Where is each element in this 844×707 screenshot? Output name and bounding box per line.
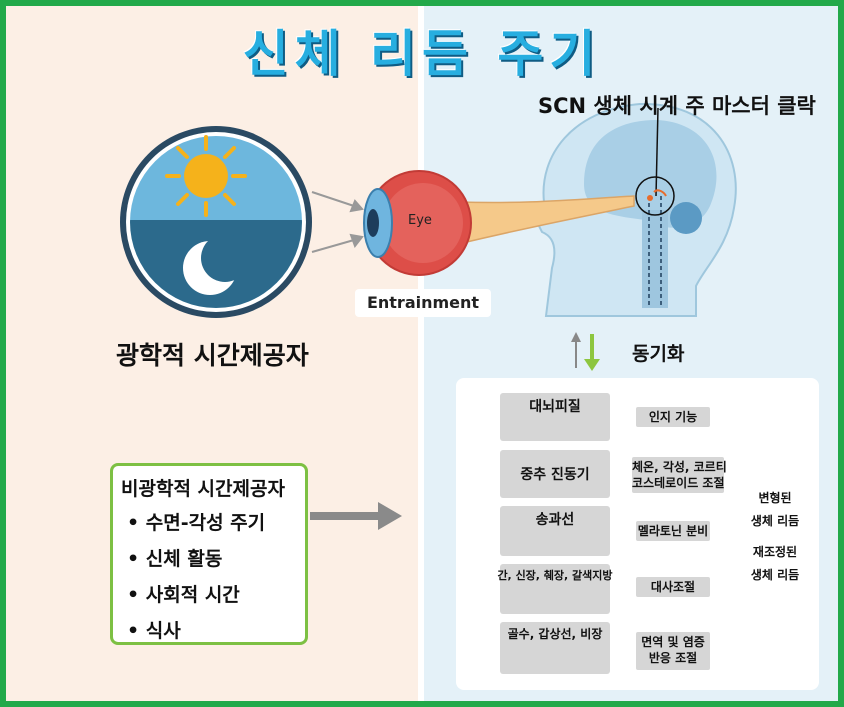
function-immune: 면역 및 염증 반응 조절 xyxy=(636,632,710,670)
list-item: • 식사 xyxy=(127,620,181,642)
light-arrows xyxy=(311,191,364,253)
scn-label: SCN 생체 시계 주 마스터 클락 xyxy=(538,94,816,118)
non-optical-title: 비광학적 시간제공자 xyxy=(121,478,285,500)
rhythm-reset-label: 재조정된 생체 리듬 xyxy=(750,545,800,582)
function-cognition: 인지 기능 xyxy=(636,407,710,427)
node-cerebral-cortex: 대뇌피질 xyxy=(500,393,610,441)
entrainment-label: Entrainment xyxy=(355,289,491,317)
synchronization-label: 동기화 xyxy=(632,343,685,365)
function-temperature: 체온, 각성, 코르티 코스테로이드 조절 xyxy=(632,457,727,493)
sync-arrows xyxy=(571,332,600,371)
eye-label: Eye xyxy=(408,213,432,228)
illustration-layer xyxy=(120,102,806,668)
sun-icon xyxy=(165,135,247,217)
moon-icon xyxy=(183,234,249,295)
flow-arrow-grey xyxy=(310,502,402,530)
node-pineal-gland: 송과선 xyxy=(500,506,610,556)
list-item: • 신체 활동 xyxy=(127,548,223,570)
node-metabolic-organs: 간, 신장, 췌장, 갈색지방 xyxy=(497,564,613,614)
non-optical-zeitgeber-box: 비광학적 시간제공자 • 수면-각성 주기 • 신체 활동 • 사회적 시간 •… xyxy=(110,463,308,645)
eye-icon xyxy=(363,170,472,276)
optical-zeitgeber-label: 광학적 시간제공자 xyxy=(116,341,309,370)
node-central-oscillator: 중추 진동기 xyxy=(500,450,610,498)
function-metabolism: 대사조절 xyxy=(636,577,710,597)
page-title: 신체 리듬 주기 xyxy=(242,25,602,83)
optic-nerve xyxy=(457,195,635,245)
list-item: • 수면-각성 주기 xyxy=(127,512,266,534)
node-immune-organs: 골수, 갑상선, 비장 xyxy=(500,622,610,674)
list-item: • 사회적 시간 xyxy=(127,584,240,606)
function-melatonin: 멜라토닌 분비 xyxy=(636,521,710,541)
rhythm-modified-label: 변형된 생체 리듬 xyxy=(750,491,800,528)
